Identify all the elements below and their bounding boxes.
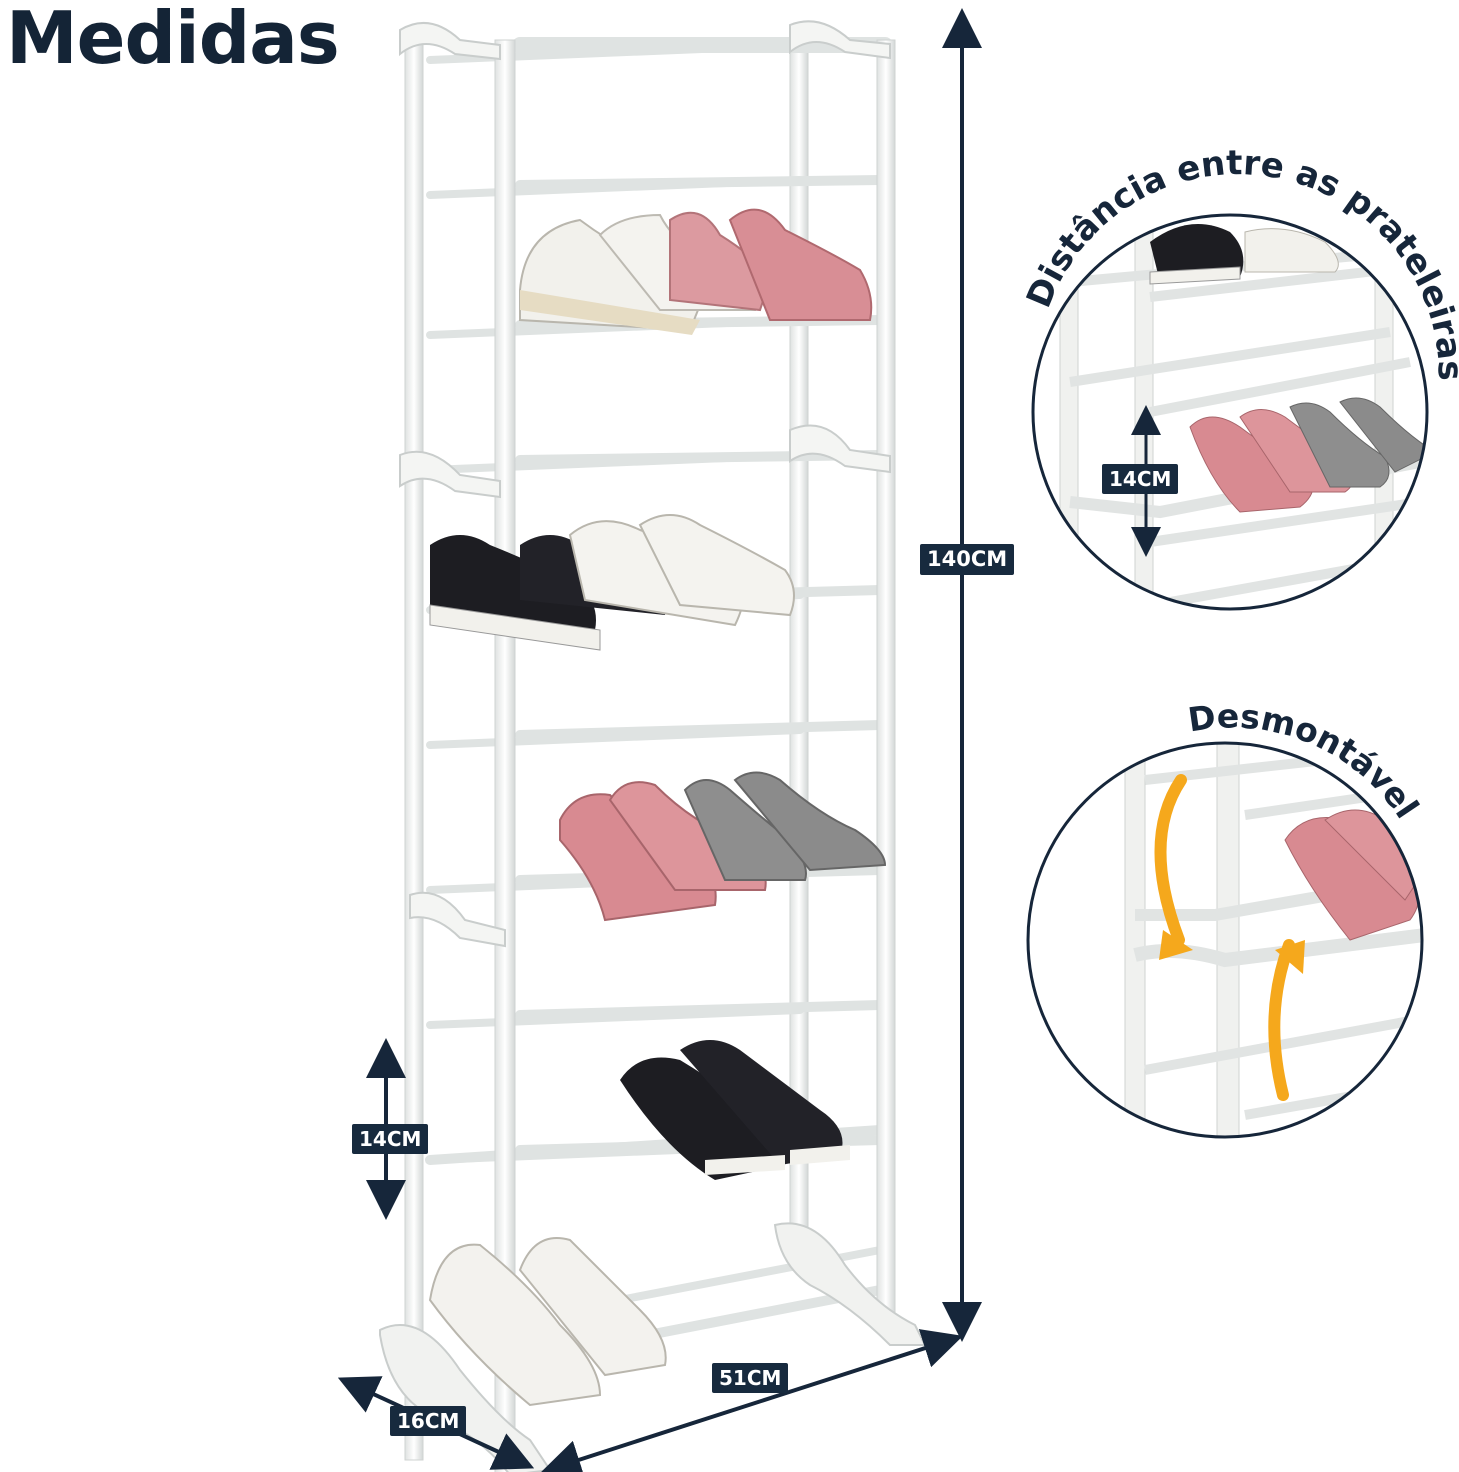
shelf-rod xyxy=(515,720,885,740)
shelf-distance-inset: 14CM xyxy=(1030,212,1430,612)
rack-front-poles xyxy=(494,39,896,1472)
shelf-distance-caption: Distância entre as prateleiras xyxy=(1019,143,1459,381)
shelf-distance-measure: 14CM xyxy=(1102,464,1179,494)
shoes-shelf-4 xyxy=(620,1040,850,1180)
svg-text:Distância entre as prateleiras: Distância entre as prateleiras xyxy=(1019,143,1459,381)
rack-top-handles xyxy=(399,20,891,948)
shelf-rod xyxy=(426,726,804,749)
shoes-shelf-2 xyxy=(429,514,795,651)
shelf-rod xyxy=(426,1006,804,1029)
rack-back-poles xyxy=(404,39,809,1461)
depth-label: 16CM xyxy=(390,1406,467,1436)
width-dimension-arrow xyxy=(540,1329,964,1472)
shelf-rod xyxy=(426,451,804,474)
shelf-rod xyxy=(515,1000,885,1020)
width-label: 51CM xyxy=(712,1363,789,1393)
shelf-gap-label: 14CM xyxy=(352,1124,429,1154)
shoes-shelf-1 xyxy=(519,208,873,335)
shelf-rod xyxy=(426,176,804,199)
detachable-inset xyxy=(1025,740,1425,1140)
shoes-shelf-3 xyxy=(559,771,887,922)
shelf-rod xyxy=(426,316,804,339)
svg-text:Desmontável: Desmontável xyxy=(1186,696,1427,825)
page-title: Medidas xyxy=(6,0,340,80)
height-label: 140CM xyxy=(920,544,1015,576)
detachable-caption: Desmontável xyxy=(1186,696,1427,825)
